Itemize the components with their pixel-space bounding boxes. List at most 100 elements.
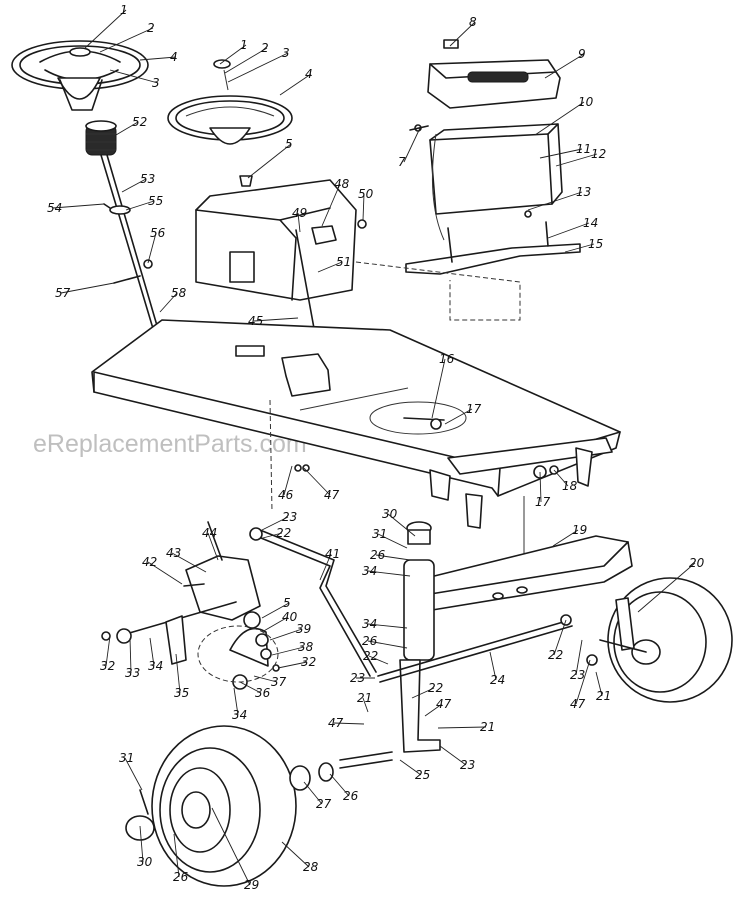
callout-leader <box>489 651 497 681</box>
callout-number: 51 <box>336 255 351 269</box>
callout-number: 34 <box>232 708 247 722</box>
callout-leader <box>544 53 585 79</box>
callout-leader <box>99 27 154 53</box>
callout-number: 47 <box>324 488 340 502</box>
dash-panel <box>195 179 367 373</box>
gear-guide-circle <box>197 625 279 683</box>
callout-leader <box>109 69 159 84</box>
callout-number: 19 <box>572 523 587 537</box>
callout-leader <box>159 292 178 313</box>
steering-shaft <box>100 154 171 373</box>
callout-number: 56 <box>150 226 166 240</box>
callout-leader <box>399 759 422 776</box>
callout-number: 23 <box>350 671 365 685</box>
callout-leader <box>139 825 144 863</box>
callout-leader <box>403 127 421 163</box>
callout-number: 4 <box>305 67 313 81</box>
callout-number: 34 <box>148 659 163 673</box>
callout-number: 32 <box>100 659 115 673</box>
steering-wheel-left <box>11 40 149 111</box>
callout-leader <box>247 143 292 179</box>
callout-leader <box>553 469 569 487</box>
callout-leader <box>173 833 180 878</box>
callout-number: 9 <box>578 47 586 61</box>
callout-leader <box>253 317 299 322</box>
callout-number: 39 <box>296 622 311 636</box>
wheel-left <box>125 725 297 887</box>
callout-leader <box>283 465 293 496</box>
callout-leader <box>239 681 262 694</box>
callout-number: 58 <box>171 286 187 300</box>
frame <box>91 319 621 529</box>
callout-number: 22 <box>276 526 291 540</box>
callout-number: 10 <box>578 95 594 109</box>
callout-leader <box>547 222 590 239</box>
callout-number: 23 <box>282 510 297 524</box>
callout-leader <box>124 757 143 791</box>
callout-leader <box>52 203 105 209</box>
callout-number: 26 <box>362 634 378 648</box>
callout-leader <box>377 533 408 549</box>
callout-number: 57 <box>55 286 71 300</box>
callout-number: 30 <box>382 507 398 521</box>
callout-number: 20 <box>689 556 705 570</box>
callout-number: 32 <box>301 655 316 669</box>
callout-leader <box>367 570 411 577</box>
callout-leader <box>125 200 155 211</box>
callout-number: 1 <box>240 38 248 52</box>
callout-number: 1 <box>120 3 128 17</box>
callout-number: 23 <box>460 758 475 772</box>
frame-guide-line <box>269 399 273 513</box>
callout-leader <box>261 516 289 531</box>
callout-leader <box>367 640 408 649</box>
callout-leader <box>219 44 247 65</box>
axle-spacers <box>289 751 393 791</box>
callout-number: 50 <box>358 187 374 201</box>
callout-number: 3 <box>152 76 160 90</box>
callout-leader <box>281 841 310 868</box>
callout-leader <box>171 552 207 573</box>
callout-number: 53 <box>140 172 155 186</box>
callout-number: 46 <box>278 488 294 502</box>
callout-leader <box>269 628 303 641</box>
callout-leader <box>575 639 583 676</box>
callout-number: 22 <box>363 649 378 663</box>
callout-leader <box>375 554 411 561</box>
battery-cover <box>427 39 561 109</box>
callout-number: 13 <box>576 185 591 199</box>
callout-leader <box>105 635 111 667</box>
callout-number: 15 <box>588 237 603 251</box>
callout-number: 2 <box>261 41 269 55</box>
steering-wheel-center <box>167 59 293 187</box>
callout-leader <box>149 637 155 667</box>
callout-number: 31 <box>372 527 387 541</box>
callout-leader <box>534 101 585 136</box>
callout-leader <box>367 623 408 629</box>
callout-number: 49 <box>292 206 307 220</box>
callout-leader <box>227 52 289 83</box>
callout-leader <box>439 745 467 766</box>
steering-bracket <box>101 521 261 665</box>
callout-number: 44 <box>202 526 217 540</box>
wheel-right <box>599 577 733 703</box>
callout-number: 21 <box>480 720 495 734</box>
callout-leader <box>555 153 598 167</box>
callout-number: 22 <box>548 648 563 662</box>
callout-leader <box>211 807 251 886</box>
callout-leader <box>321 183 341 227</box>
callout-leader <box>552 529 579 547</box>
callout-number: 26 <box>173 870 189 884</box>
callout-number: 43 <box>166 546 181 560</box>
callout-number: 24 <box>490 673 505 687</box>
callout-leader <box>121 178 147 193</box>
callout-number: 35 <box>174 686 189 700</box>
callout-leader <box>368 655 389 665</box>
callout-number: 54 <box>47 201 62 215</box>
callout-leader <box>261 602 290 619</box>
callout-number: 5 <box>283 596 291 610</box>
callout-leader <box>539 148 583 159</box>
callout-leader <box>115 121 139 136</box>
callout-leader <box>139 56 177 61</box>
callout-leader <box>362 697 369 713</box>
